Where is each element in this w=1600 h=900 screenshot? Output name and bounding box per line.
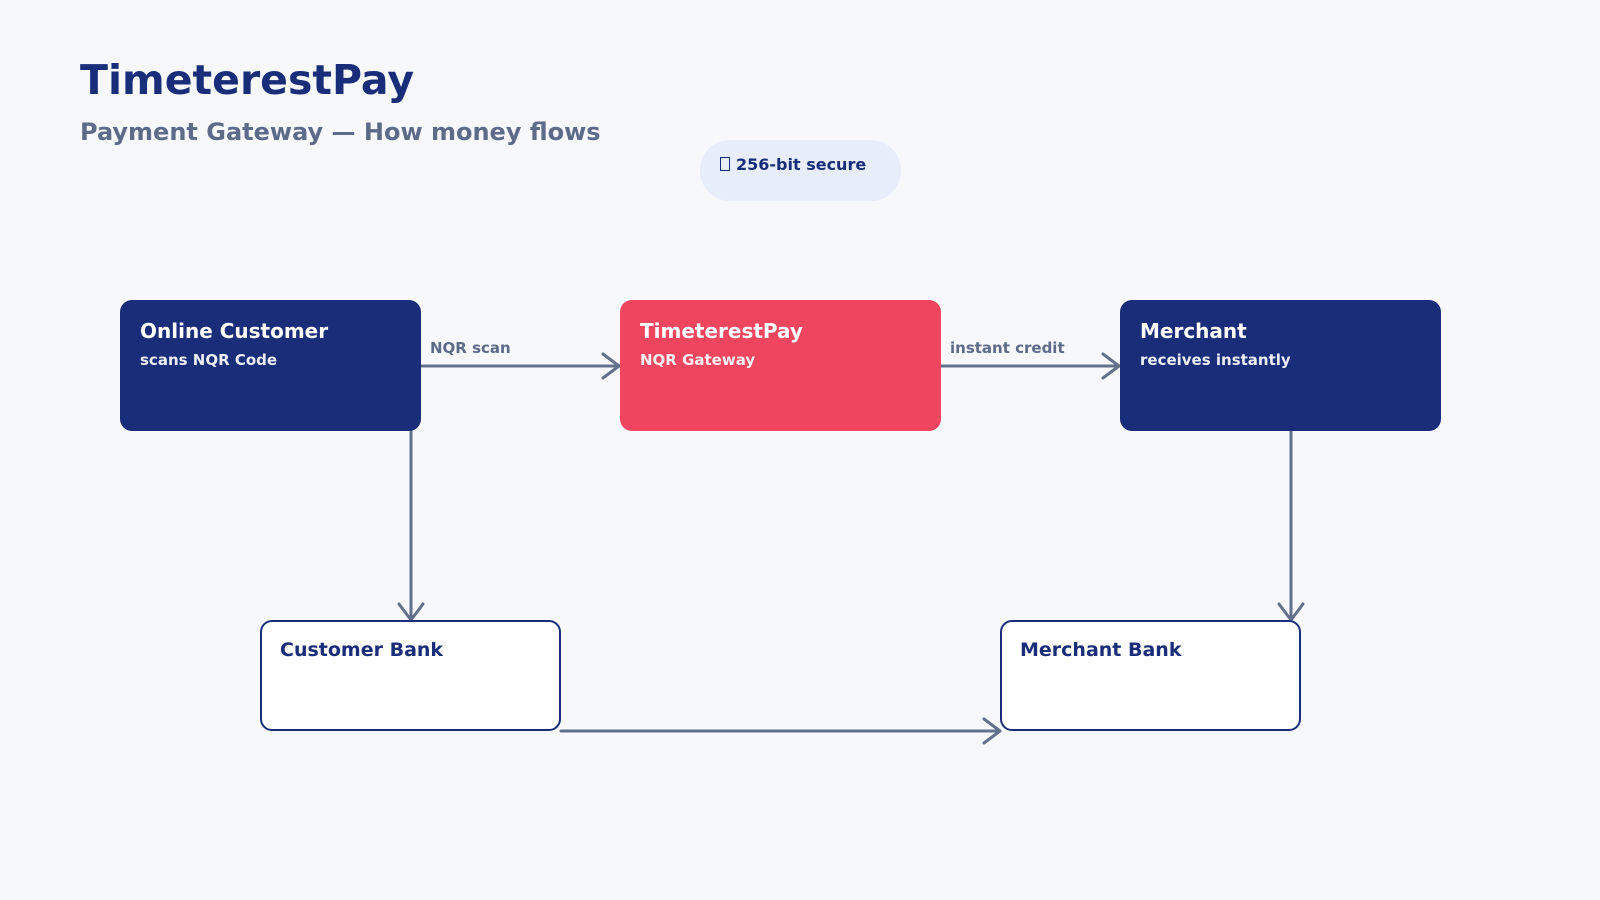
secure-badge-label: 256-bit secure (736, 155, 867, 174)
arrow-customer-to-customer-bank (397, 429, 425, 622)
node-gateway-subtitle: NQR Gateway (640, 351, 756, 369)
node-online-customer-subtitle: scans NQR Code (140, 351, 278, 369)
edge-label-instant-credit: instant credit (950, 339, 1065, 357)
node-merchant-title: Merchant (1140, 319, 1247, 343)
secure-badge: 256-bit secure (700, 140, 901, 201)
edge-label-nqr-scan: NQR scan (430, 339, 511, 357)
arrow-merchant-to-merchant-bank (1277, 429, 1305, 622)
node-merchant-subtitle: receives instantly (1140, 351, 1291, 369)
node-merchant-bank-title: Merchant Bank (1020, 639, 1182, 661)
lock-icon (720, 157, 730, 171)
arrow-gateway-to-merchant (939, 352, 1121, 380)
node-merchant-bank: Merchant Bank (1000, 620, 1301, 731)
node-customer-bank-title: Customer Bank (280, 639, 444, 661)
arrow-customer-bank-to-merchant-bank (559, 717, 1002, 745)
arrow-customer-to-gateway (419, 352, 621, 380)
node-merchant: Merchant receives instantly (1120, 300, 1441, 431)
node-customer-bank: Customer Bank (260, 620, 561, 731)
node-gateway-title: TimeterestPay (640, 319, 803, 343)
node-online-customer: Online Customer scans NQR Code (120, 300, 421, 431)
page-title: TimeterestPay (80, 56, 415, 104)
node-online-customer-title: Online Customer (140, 319, 329, 343)
node-gateway: TimeterestPay NQR Gateway (620, 300, 941, 431)
page-subtitle: Payment Gateway — How money flows (80, 118, 601, 146)
